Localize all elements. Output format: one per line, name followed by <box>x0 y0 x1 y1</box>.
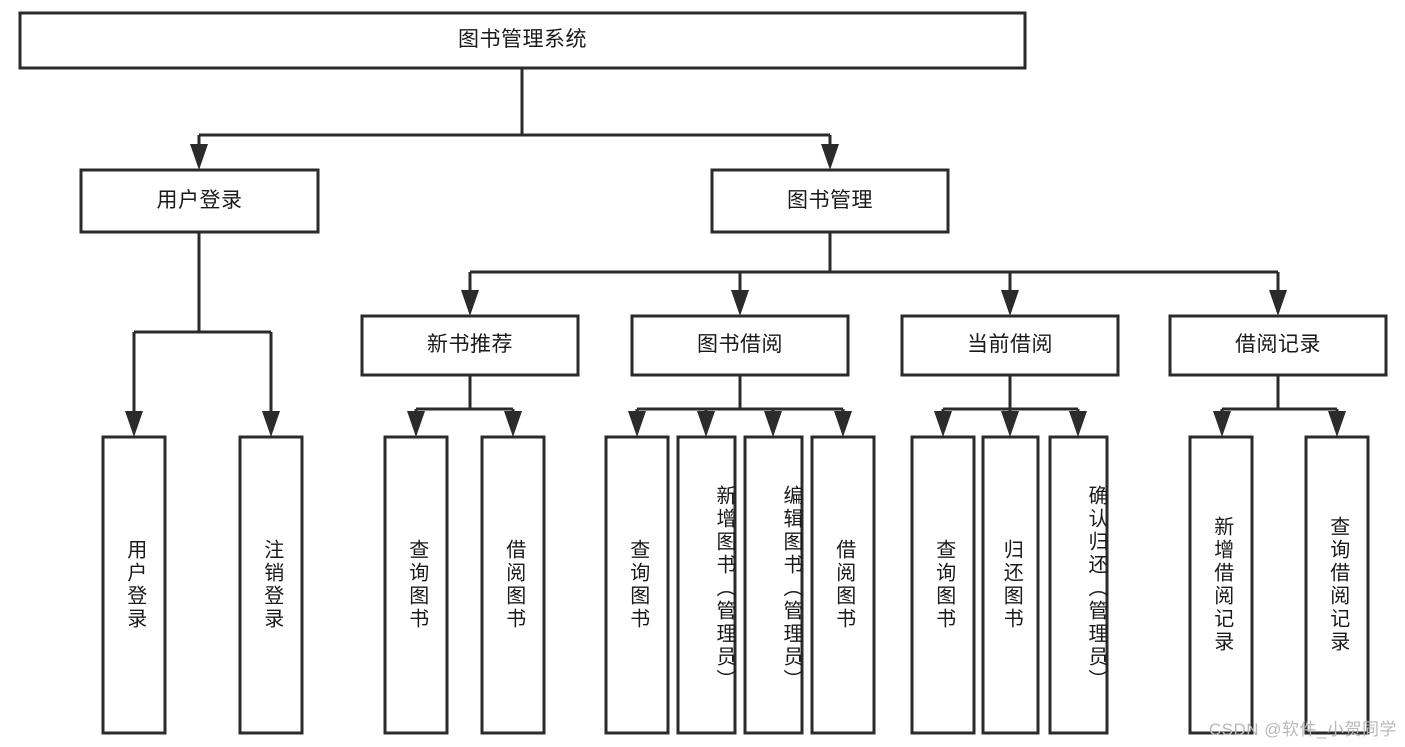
node-box-leaf-query-record[interactable] <box>1304 435 1370 735</box>
arrow-to-book-borrow <box>731 290 749 316</box>
node-box-leaf-user-login[interactable] <box>101 435 167 735</box>
node-box-book-manage[interactable] <box>710 168 950 234</box>
node-box-leaf-add-book[interactable] <box>676 435 737 735</box>
node-box-leaf-query-book-1[interactable] <box>383 435 449 735</box>
arrow-to-leaf-add-record <box>1213 411 1231 437</box>
node-box-leaf-logout[interactable] <box>238 435 304 735</box>
arrow-to-leaf-borrow-book-1 <box>504 411 522 437</box>
node-box-current-borrow[interactable] <box>900 314 1120 377</box>
node-box-user-login[interactable] <box>79 168 320 234</box>
arrow-to-leaf-logout <box>262 411 280 437</box>
arrow-to-new-book-rec <box>461 290 479 316</box>
arrow-to-leaf-query-book-1 <box>407 411 425 437</box>
node-box-borrow-record[interactable] <box>1168 314 1388 377</box>
node-box-leaf-query-book-3[interactable] <box>910 435 976 735</box>
node-box-leaf-return-book[interactable] <box>981 435 1040 735</box>
arrow-to-leaf-query-record <box>1328 411 1346 437</box>
node-box-leaf-query-book-2[interactable] <box>604 435 670 735</box>
arrow-to-borrow-record <box>1269 290 1287 316</box>
csdn-watermark: CSDN @软件_小贺同学 <box>1208 720 1397 739</box>
node-box-new-book-rec[interactable] <box>360 314 580 377</box>
arrow-to-leaf-return-book <box>1001 411 1019 437</box>
arrow-to-leaf-confirm-return <box>1069 411 1087 437</box>
node-box-leaf-borrow-book-2[interactable] <box>810 435 876 735</box>
node-box-leaf-confirm-return[interactable] <box>1048 435 1109 735</box>
arrow-to-leaf-edit-book <box>764 411 782 437</box>
node-box-book-borrow[interactable] <box>630 314 850 377</box>
arrow-to-current-borrow <box>1001 290 1019 316</box>
node-box-leaf-edit-book[interactable] <box>743 435 804 735</box>
arrow-to-leaf-borrow-book-2 <box>834 411 852 437</box>
node-box-leaf-add-record[interactable] <box>1188 435 1254 735</box>
arrow-to-leaf-user-login <box>125 411 143 437</box>
node-box-root[interactable] <box>18 11 1027 70</box>
node-box-leaf-borrow-book-1[interactable] <box>480 435 546 735</box>
arrow-to-leaf-query-book-2 <box>628 411 646 437</box>
arrow-to-book-manage <box>821 144 839 170</box>
arrow-to-user-login <box>190 144 208 170</box>
arrow-to-leaf-query-book-3 <box>934 411 952 437</box>
arrow-to-leaf-add-book <box>697 411 715 437</box>
